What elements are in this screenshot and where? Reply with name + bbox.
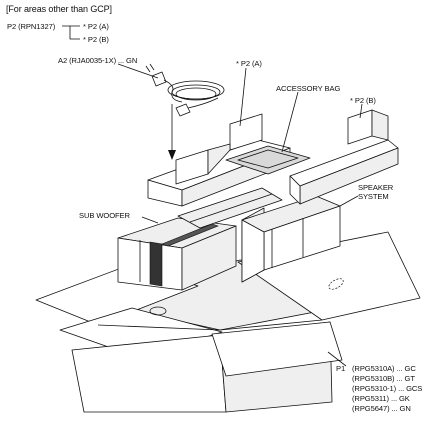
accessory-bag: [225, 91, 311, 175]
power-cord: [117, 63, 225, 160]
carton-code-4: (RPG5311) ... GK: [352, 394, 410, 403]
p2b-label: * P2 (B): [350, 96, 376, 105]
p2-bracket: [62, 25, 80, 40]
accessory-bag-label: ACCESSORY BAG: [276, 84, 341, 93]
carton-code-3: (RPG5310-1) ... GCS: [352, 384, 423, 393]
p2-parent-label: P2 (RPN1327): [7, 22, 56, 31]
speaker-system-box: [241, 195, 359, 283]
middle-cushion: [177, 187, 283, 229]
area-note: [For areas other than GCP]: [6, 4, 112, 14]
sub-woofer-label: SUB WOOFER: [79, 211, 130, 220]
speaker-system-label-1: SPEAKER: [358, 183, 394, 192]
cushion-p2a: [147, 67, 291, 207]
power-cord-label: A2 (RJA0035-1X) ... GN: [58, 56, 138, 65]
speaker-system-label-2: SYSTEM: [358, 192, 389, 201]
cushion-p2b: [289, 103, 399, 205]
p2a-label: * P2 (A): [236, 59, 262, 68]
p2b-breakdown-label: * P2 (B): [83, 35, 109, 44]
carton-code-1: (RPG5310A) ... GC: [352, 364, 416, 373]
carton-p1: [35, 231, 421, 413]
carton-part-label: P1: [336, 364, 346, 373]
carton-code-2: (RPG5310B) ... GT: [352, 374, 415, 383]
carton-code-5: (RPG5647) ... GN: [352, 404, 411, 413]
p2a-breakdown-label: * P2 (A): [83, 22, 109, 31]
